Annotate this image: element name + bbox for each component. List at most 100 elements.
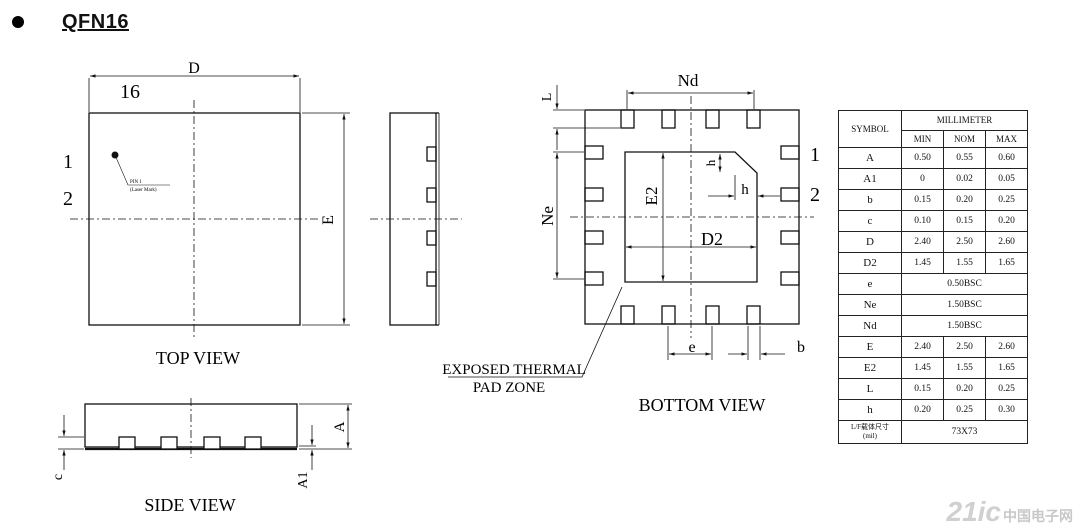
bottom-pad-left <box>584 145 604 160</box>
end-view-pad <box>426 230 437 246</box>
bottom-pad-left <box>584 187 604 202</box>
bottom-pad-top <box>661 109 676 129</box>
table-cell-min: 0.50 <box>901 147 944 169</box>
table-cell-nom: 2.50 <box>943 231 986 253</box>
table-cell-max: 1.65 <box>985 357 1028 379</box>
pin1-note-line2: (Laser Mark) <box>130 188 157 193</box>
top-pin-label-2: 2 <box>63 188 73 210</box>
bottom-pad-bottom <box>620 305 635 325</box>
side-view-lead <box>203 436 221 450</box>
table-cell-nom: 0.02 <box>943 168 986 190</box>
side-view-lead <box>118 436 136 450</box>
table-cell-max: 0.20 <box>985 210 1028 232</box>
pin1-note-line1: PIN 1 <box>130 180 142 185</box>
table-cell-symbol: Ne <box>838 294 902 316</box>
table-cell-symbol: c <box>838 210 902 232</box>
table-cell-max: 0.25 <box>985 189 1028 211</box>
table-cell-nom: 0.25 <box>943 399 986 421</box>
bottom-pad-top <box>705 109 720 129</box>
table-cell-symbol: L/F载体尺寸 (mil) <box>838 420 902 444</box>
bottom-pad-bottom <box>661 305 676 325</box>
bottom-dim-h-horizontal: h <box>741 182 749 198</box>
table-cell-nom: 1.55 <box>943 357 986 379</box>
table-cell-nom: 2.50 <box>943 336 986 358</box>
bottom-pad-right <box>780 145 800 160</box>
table-cell-max: 2.60 <box>985 336 1028 358</box>
table-cell-symbol: D2 <box>838 252 902 274</box>
side-view-lead <box>244 436 262 450</box>
bottom-pad-bottom <box>746 305 761 325</box>
bottom-pad-bottom <box>705 305 720 325</box>
table-cell-symbol: b <box>838 189 902 211</box>
table-header-symbol: SYMBOL <box>838 110 902 148</box>
side-view <box>58 398 352 470</box>
bottom-pad-right <box>780 187 800 202</box>
bottom-pad-right <box>780 230 800 245</box>
table-header-max: MAX <box>985 130 1028 148</box>
end-view-pad <box>426 187 437 203</box>
side-dim-a: A <box>332 421 348 432</box>
table-cell-symbol: E2 <box>838 357 902 379</box>
side-dim-a1: A1 <box>296 471 311 488</box>
table-cell-max: 2.60 <box>985 231 1028 253</box>
table-cell-symbol: D <box>838 231 902 253</box>
table-cell-min: 2.40 <box>901 231 944 253</box>
table-cell-span: 1.50BSC <box>901 315 1028 337</box>
table-cell-nom: 0.55 <box>943 147 986 169</box>
table-cell-symbol: A1 <box>838 168 902 190</box>
table-cell-nom: 0.20 <box>943 189 986 211</box>
bottom-view <box>448 85 814 378</box>
table-cell-span: 1.50BSC <box>901 294 1028 316</box>
table-cell-nom: 1.55 <box>943 252 986 274</box>
table-cell-min: 1.45 <box>901 252 944 274</box>
table-cell-nom: 0.20 <box>943 378 986 400</box>
bottom-dim-e2: E2 <box>642 187 661 206</box>
table-cell-symbol: e <box>838 273 902 295</box>
bottom-dim-e: e <box>688 339 695 356</box>
table-cell-min: 0.10 <box>901 210 944 232</box>
bullet-icon <box>12 16 24 28</box>
table-header-min: MIN <box>901 130 944 148</box>
table-cell-max: 0.30 <box>985 399 1028 421</box>
table-cell-max: 0.05 <box>985 168 1028 190</box>
watermark-text: 21ic <box>946 496 1002 527</box>
bottom-dim-h-vertical: h <box>703 159 718 166</box>
end-view-pad <box>426 271 437 287</box>
table-cell-min: 2.40 <box>901 336 944 358</box>
end-view <box>370 112 462 326</box>
table-cell-symbol: Nd <box>838 315 902 337</box>
side-view-caption: SIDE VIEW <box>144 495 235 515</box>
exposed-pad-label-line1: EXPOSED THERMAL <box>442 362 585 378</box>
bottom-dim-d2: D2 <box>701 229 723 249</box>
table-cell-symbol: h <box>838 399 902 421</box>
table-cell-min: 0.15 <box>901 378 944 400</box>
leadframe-unit-label: (mil) <box>863 432 877 440</box>
table-cell-min: 0.20 <box>901 399 944 421</box>
table-cell-span: 0.50BSC <box>901 273 1028 295</box>
table-header-unit: MILLIMETER <box>901 110 1028 131</box>
end-view-pad <box>426 146 437 162</box>
table-cell-min: 1.45 <box>901 357 944 379</box>
bottom-pad-right <box>780 271 800 286</box>
top-view-caption: TOP VIEW <box>156 348 240 368</box>
exposed-pad-label-line2: PAD ZONE <box>473 380 545 396</box>
side-view-lead <box>160 436 178 450</box>
bottom-dim-l: L <box>540 93 555 102</box>
top-view <box>70 74 350 338</box>
table-cell-symbol: L <box>838 378 902 400</box>
bottom-pad-left <box>584 230 604 245</box>
watermark-subtext: 中国电子网 <box>1003 508 1073 524</box>
